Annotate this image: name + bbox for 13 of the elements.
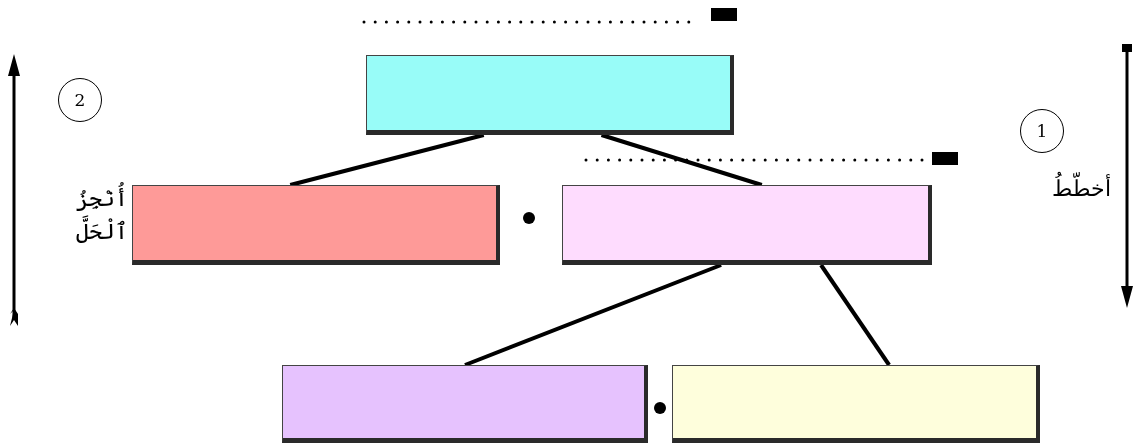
- blank-box: [672, 365, 1040, 443]
- step-label: أخطّطُ: [1046, 172, 1116, 205]
- blank-box: [562, 185, 932, 265]
- connector-line: [464, 263, 722, 367]
- blank-box: [366, 55, 734, 135]
- connector-line: [600, 133, 763, 187]
- connector-line: [289, 133, 485, 187]
- connector-line: [819, 263, 891, 367]
- step-number-circle: 1: [1020, 109, 1064, 153]
- blank-box: [132, 185, 500, 265]
- step-number-circle: 2: [58, 78, 102, 122]
- step-label: أُنْجِزُ ٱلْحَلَّ: [76, 182, 128, 248]
- blank-box: [282, 365, 648, 443]
